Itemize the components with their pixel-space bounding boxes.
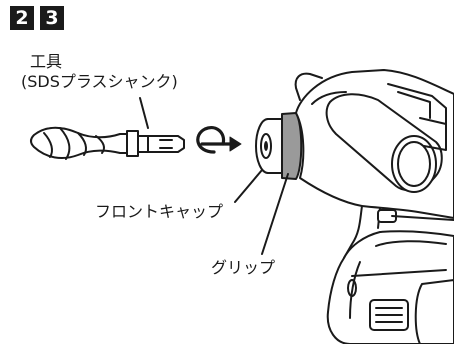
grip: [281, 112, 303, 180]
front-cap: [255, 118, 283, 174]
tool-leader-line: [139, 97, 149, 129]
grip-leader-line: [261, 173, 289, 255]
step-badge-2: 2: [10, 6, 34, 30]
step-badge-3: 3: [40, 6, 64, 30]
tool-label: 工具: [30, 52, 63, 71]
hammer-drill-body: [294, 69, 454, 344]
front-cap-label: フロントキャップ: [95, 202, 224, 221]
curved-insert-arrow-icon: [196, 126, 242, 154]
step-badges: 2 3: [10, 6, 64, 30]
front-cap-leader-line: [234, 169, 263, 203]
drill-bit-icon: [30, 126, 185, 160]
tool-shank-label: (SDSプラスシャンク): [21, 72, 178, 91]
grip-label: グリップ: [211, 258, 276, 277]
